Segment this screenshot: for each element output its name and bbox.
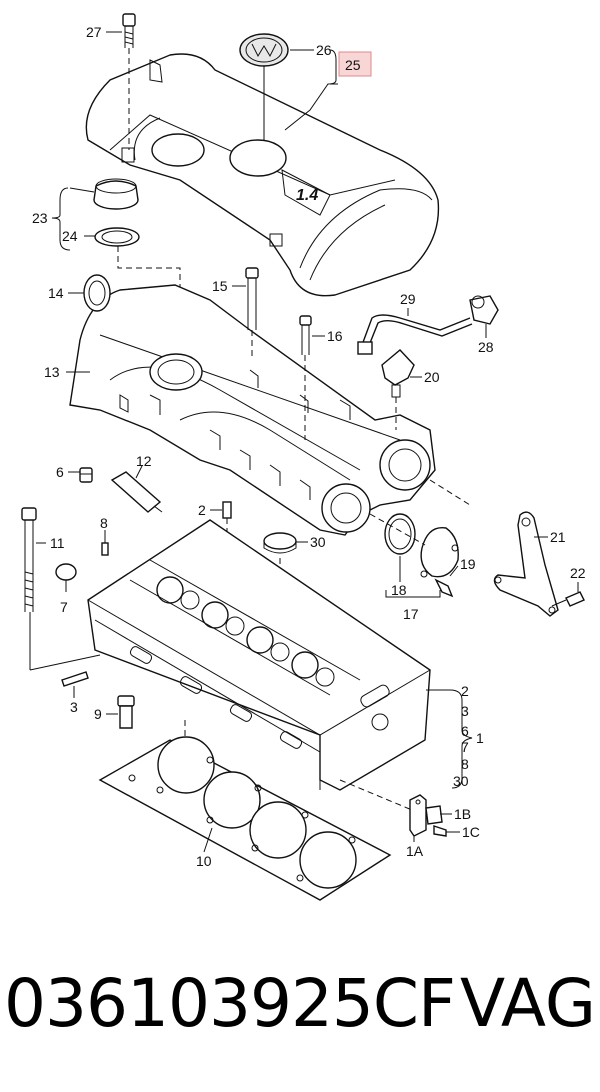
label-10[interactable]: 10 <box>196 853 212 869</box>
head-gasket[interactable] <box>98 736 392 901</box>
label-28[interactable]: 28 <box>478 339 494 355</box>
group-label-3[interactable]: 3 <box>461 703 469 719</box>
seal-30[interactable] <box>263 532 297 620</box>
label-29[interactable]: 29 <box>400 291 416 307</box>
bolt-19[interactable] <box>434 578 454 598</box>
exploded-parts-diagram: 1.4 <box>21 13 586 901</box>
label-26[interactable]: 26 <box>316 42 332 58</box>
bracket-1B[interactable] <box>425 805 443 825</box>
bolt-16[interactable] <box>299 315 312 440</box>
group-label-7[interactable]: 7 <box>461 739 469 755</box>
label-22[interactable]: 22 <box>570 565 586 581</box>
sleeve-9[interactable] <box>117 695 135 729</box>
label-23[interactable]: 23 <box>32 210 48 226</box>
label-17[interactable]: 17 <box>403 606 419 622</box>
leader-lines <box>36 31 579 853</box>
camshaft-housing[interactable] <box>69 284 436 536</box>
oil-filler-cap[interactable] <box>93 178 139 210</box>
label-25[interactable]: 25 <box>345 57 361 73</box>
group-label-6[interactable]: 6 <box>461 723 469 739</box>
footer: 036103925CF VAG <box>0 965 600 1065</box>
label-1B[interactable]: 1B <box>454 806 471 822</box>
label-27[interactable]: 27 <box>86 24 102 40</box>
label-14[interactable]: 14 <box>48 285 64 301</box>
label-9[interactable]: 9 <box>94 706 102 722</box>
label-24[interactable]: 24 <box>62 228 78 244</box>
label-6[interactable]: 6 <box>56 464 64 480</box>
label-21[interactable]: 21 <box>550 529 566 545</box>
label-16[interactable]: 16 <box>327 328 343 344</box>
bolt-11[interactable] <box>21 507 37 670</box>
label-20[interactable]: 20 <box>424 369 440 385</box>
seal-6[interactable] <box>79 467 93 483</box>
cover-badge-text: 1.4 <box>296 187 318 204</box>
seal-ring-14[interactable] <box>83 274 111 312</box>
label-8[interactable]: 8 <box>100 515 108 531</box>
group-label-2[interactable]: 2 <box>461 683 469 699</box>
pin-8[interactable] <box>101 542 109 556</box>
stud-3[interactable] <box>61 671 89 687</box>
label-7[interactable]: 7 <box>60 599 68 615</box>
sealant-tube[interactable] <box>110 471 163 513</box>
label-2[interactable]: 2 <box>198 502 206 518</box>
sensor-20[interactable] <box>381 349 415 430</box>
engine-cover[interactable]: 1.4 <box>85 53 440 297</box>
label-13[interactable]: 13 <box>44 364 60 380</box>
label-12[interactable]: 12 <box>136 453 152 469</box>
connector-28[interactable] <box>469 295 499 325</box>
breather-hose-29[interactable] <box>357 314 473 355</box>
cylinder-head[interactable] <box>87 519 431 791</box>
bracket-21[interactable] <box>493 511 559 617</box>
bolt-15[interactable] <box>245 267 259 360</box>
label-18[interactable]: 18 <box>391 582 407 598</box>
bolt-27[interactable] <box>122 13 136 150</box>
cover-plate-19[interactable] <box>420 526 459 578</box>
label-15[interactable]: 15 <box>212 278 228 294</box>
bracket-1A[interactable] <box>409 794 427 837</box>
bolt-22[interactable] <box>551 591 585 607</box>
highlight-box-25 <box>338 51 372 77</box>
part-number: 036103925CF <box>4 965 456 1042</box>
bolt-1C[interactable] <box>433 825 447 837</box>
o-ring-18[interactable] <box>384 513 416 555</box>
brand-name: VAG <box>460 965 597 1042</box>
group-label-8[interactable]: 8 <box>461 756 469 772</box>
plug-7[interactable] <box>55 563 77 581</box>
label-1[interactable]: 1 <box>476 730 484 746</box>
oil-cap-seal[interactable] <box>94 227 140 247</box>
group-label-30[interactable]: 30 <box>453 773 469 789</box>
label-19[interactable]: 19 <box>460 556 476 572</box>
part-labels: 27 26 25 23 24 14 15 16 29 28 20 13 6 12… <box>32 24 586 869</box>
label-1C[interactable]: 1C <box>462 824 480 840</box>
vw-emblem[interactable] <box>239 33 289 67</box>
label-30[interactable]: 30 <box>310 534 326 550</box>
label-3[interactable]: 3 <box>70 699 78 715</box>
label-1A[interactable]: 1A <box>406 843 424 859</box>
label-11[interactable]: 11 <box>50 535 65 551</box>
